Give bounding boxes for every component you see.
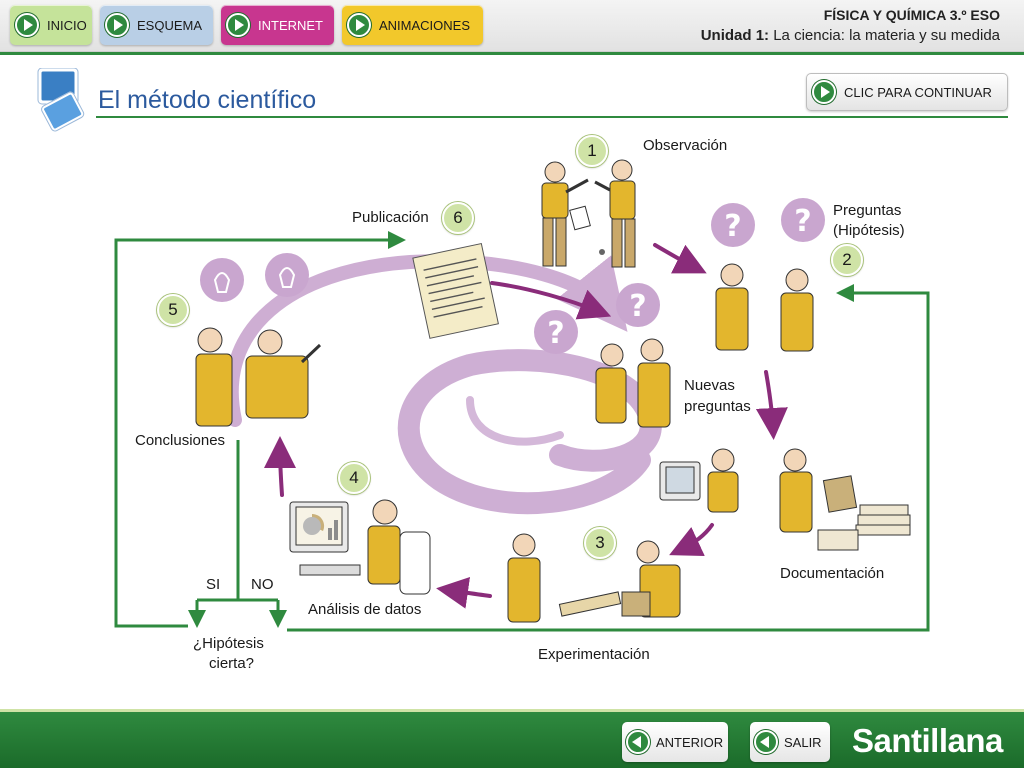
publication-document-illustration	[412, 242, 499, 339]
salir-button[interactable]: SALIR	[750, 722, 830, 762]
step-4-badge: 4	[338, 462, 370, 494]
nav-esquema-button[interactable]: ESQUEMA	[100, 5, 213, 45]
course-title: FÍSICA Y QUÍMICA 3.º ESO	[823, 7, 1000, 23]
course-unit-prefix: Unidad 1:	[700, 27, 770, 44]
documentacion-label: Documentación	[780, 565, 885, 582]
new-questions-illustration: ? ?	[534, 283, 671, 428]
svg-text:?: ?	[629, 289, 646, 324]
nav-internet-button[interactable]: INTERNET	[221, 5, 334, 45]
step-2-badge: 2	[831, 244, 863, 276]
svg-text:?: ?	[794, 204, 811, 239]
play-icon	[105, 13, 129, 37]
step-publicacion-label: Publicación	[352, 209, 429, 226]
conclusions-illustration	[195, 253, 322, 427]
title-divider	[96, 116, 1008, 118]
bottom-bar	[0, 712, 1024, 768]
documentation-illustration	[659, 448, 911, 551]
back-arrow-icon	[754, 730, 778, 754]
play-icon	[15, 13, 39, 37]
step-preguntas-label-line1: Preguntas	[833, 202, 902, 219]
nav-inicio-button[interactable]: INICIO	[10, 5, 92, 45]
monitor-icon	[37, 68, 85, 132]
salir-button-label: SALIR	[784, 734, 822, 750]
no-label: NO	[251, 576, 274, 593]
data-analysis-illustration	[289, 499, 431, 595]
step-5-badge: 5	[157, 294, 189, 326]
step-preguntas-label-line2: (Hipótesis)	[833, 222, 905, 239]
feedback-loop-lines	[114, 231, 930, 632]
santillana-logo: Santillana	[852, 722, 1003, 759]
hipotesis-question-line2: cierta?	[209, 655, 255, 672]
step-3-badge: 3	[584, 527, 616, 559]
nuevas-preguntas-label-line2: preguntas	[684, 398, 751, 415]
nav-animaciones-button[interactable]: ANIMACIONES	[342, 5, 483, 45]
nav-inicio-label: INICIO	[47, 17, 87, 33]
experimentation-illustration	[507, 533, 681, 623]
step-observacion-label: Observación	[643, 137, 728, 154]
nav-esquema-label: ESQUEMA	[137, 17, 203, 33]
spiral-graphic	[224, 254, 662, 515]
step-analisis-label: Análisis de datos	[308, 601, 422, 618]
nav-internet-label: INTERNET	[258, 17, 323, 33]
hipotesis-question-line1: ¿Hipótesis	[193, 635, 264, 652]
step-conclusiones-label: Conclusiones	[135, 432, 226, 449]
course-unit: Unidad 1: La ciencia: la materia y su me…	[701, 27, 1000, 44]
continue-button-label: CLIC PARA CONTINUAR	[844, 84, 992, 100]
questions-illustration: ? ?	[711, 198, 825, 352]
nuevas-preguntas-label-line1: Nuevas	[684, 377, 735, 394]
step-1-badge: 1	[576, 135, 608, 167]
si-label: SI	[206, 576, 221, 593]
play-icon	[347, 13, 371, 37]
back-arrow-icon	[626, 730, 650, 754]
top-bar-stripe	[0, 52, 1024, 55]
play-icon	[226, 13, 250, 37]
nav-animaciones-label: ANIMACIONES	[379, 17, 471, 33]
bottom-bar-stripe	[0, 709, 1024, 712]
process-arrows	[264, 243, 788, 609]
observation-illustration	[541, 159, 636, 268]
svg-text:?: ?	[724, 209, 741, 244]
play-icon	[812, 80, 836, 104]
svg-text:?: ?	[547, 316, 564, 351]
page-title: El método científico	[98, 86, 317, 114]
step-experimentacion-label: Experimentación	[538, 646, 650, 663]
anterior-button[interactable]: ANTERIOR	[622, 722, 728, 762]
anterior-button-label: ANTERIOR	[656, 734, 724, 750]
course-unit-name: La ciencia: la materia y su medida	[773, 27, 1000, 44]
step-6-badge: 6	[442, 202, 474, 234]
continue-button[interactable]: CLIC PARA CONTINUAR	[806, 73, 1008, 111]
